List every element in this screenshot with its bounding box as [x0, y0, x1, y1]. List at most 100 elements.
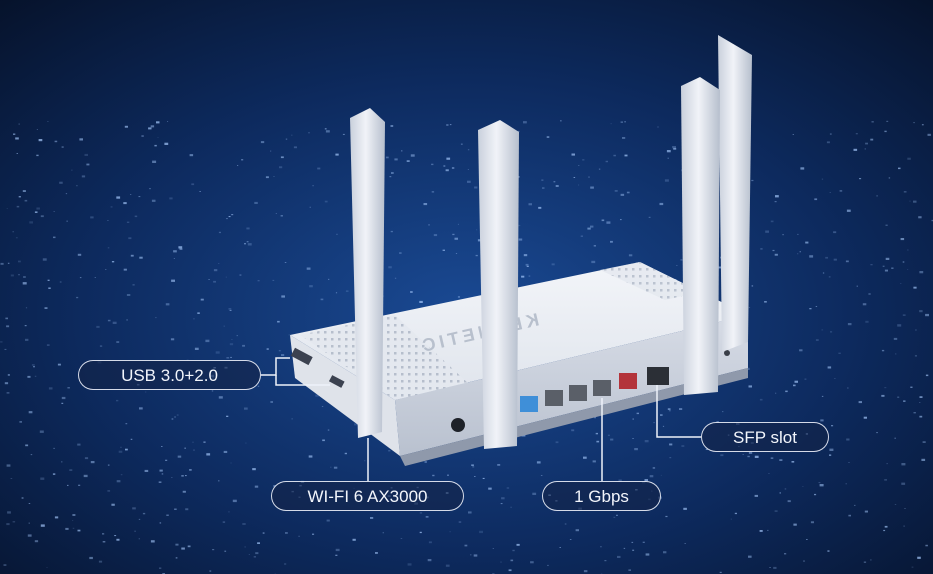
dot [47, 279, 50, 281]
dot [407, 563, 412, 566]
dot [578, 165, 580, 166]
dot [815, 306, 818, 307]
dot [730, 518, 732, 520]
dot [25, 338, 29, 341]
dot [145, 391, 147, 393]
dot [152, 160, 157, 163]
dot [595, 432, 598, 435]
dot [76, 185, 78, 187]
dot [315, 394, 319, 397]
dot [394, 158, 398, 161]
dot [389, 176, 392, 178]
dot [884, 479, 887, 481]
dot [590, 225, 594, 228]
dot [330, 466, 332, 468]
dot [81, 175, 86, 178]
dot [231, 214, 234, 216]
dot [57, 363, 61, 366]
dot [203, 441, 206, 443]
dot [764, 301, 767, 303]
dot [83, 474, 88, 478]
dot [244, 407, 248, 410]
dot [67, 484, 69, 486]
antenna-back-right [718, 35, 752, 352]
dot [77, 253, 82, 256]
dot [846, 438, 850, 441]
dot [748, 385, 752, 388]
dot [718, 266, 722, 269]
dot [829, 448, 834, 451]
dot [793, 523, 797, 526]
dot [829, 192, 831, 193]
dot [110, 206, 113, 208]
dot [827, 550, 830, 552]
dot [354, 423, 358, 426]
dot [742, 454, 744, 455]
dot [517, 130, 520, 133]
dot [130, 438, 133, 440]
dot [665, 515, 668, 518]
dot [114, 535, 117, 537]
dot [6, 325, 10, 328]
dot [765, 230, 769, 233]
dot [324, 128, 327, 130]
dot [425, 516, 429, 518]
dot [684, 543, 686, 544]
dot [863, 416, 867, 419]
dot [919, 415, 923, 418]
dot [918, 216, 922, 219]
dot [410, 154, 415, 157]
dot [822, 272, 825, 274]
dot [161, 446, 163, 447]
dot [150, 125, 155, 128]
dot [479, 530, 483, 534]
dot [25, 307, 28, 309]
dot [779, 492, 781, 494]
dot [782, 234, 784, 236]
dot [891, 267, 894, 269]
dot [155, 317, 157, 319]
dot [90, 216, 94, 219]
dot [528, 275, 531, 277]
dot [218, 263, 220, 264]
dot [107, 490, 111, 492]
dot [5, 317, 8, 320]
dot [767, 529, 769, 531]
dot [59, 181, 63, 184]
dot [854, 504, 856, 506]
dot [116, 480, 121, 483]
dot [884, 387, 887, 389]
dot [161, 473, 164, 475]
dot [111, 261, 115, 263]
dot [803, 560, 805, 562]
dot [30, 454, 33, 456]
dot [273, 176, 275, 177]
dot [226, 218, 228, 220]
dot [123, 268, 127, 271]
dot [126, 294, 131, 296]
dot [636, 412, 639, 415]
dot [482, 477, 485, 479]
dot [475, 254, 478, 257]
dot [77, 443, 81, 446]
dot [547, 564, 549, 566]
dot [275, 213, 277, 214]
dot [27, 534, 32, 537]
dot [663, 551, 667, 554]
dot [328, 278, 330, 280]
dot [865, 142, 868, 145]
dot [388, 450, 391, 452]
dot [628, 569, 631, 571]
dot [596, 440, 600, 443]
dot [474, 476, 476, 477]
dot [546, 136, 550, 138]
dot [18, 274, 20, 276]
router-vents [300, 315, 470, 400]
dot [253, 556, 256, 558]
dot [312, 533, 315, 535]
dot [10, 478, 13, 479]
dot [139, 256, 143, 259]
dot [229, 343, 234, 346]
dot [232, 499, 237, 503]
